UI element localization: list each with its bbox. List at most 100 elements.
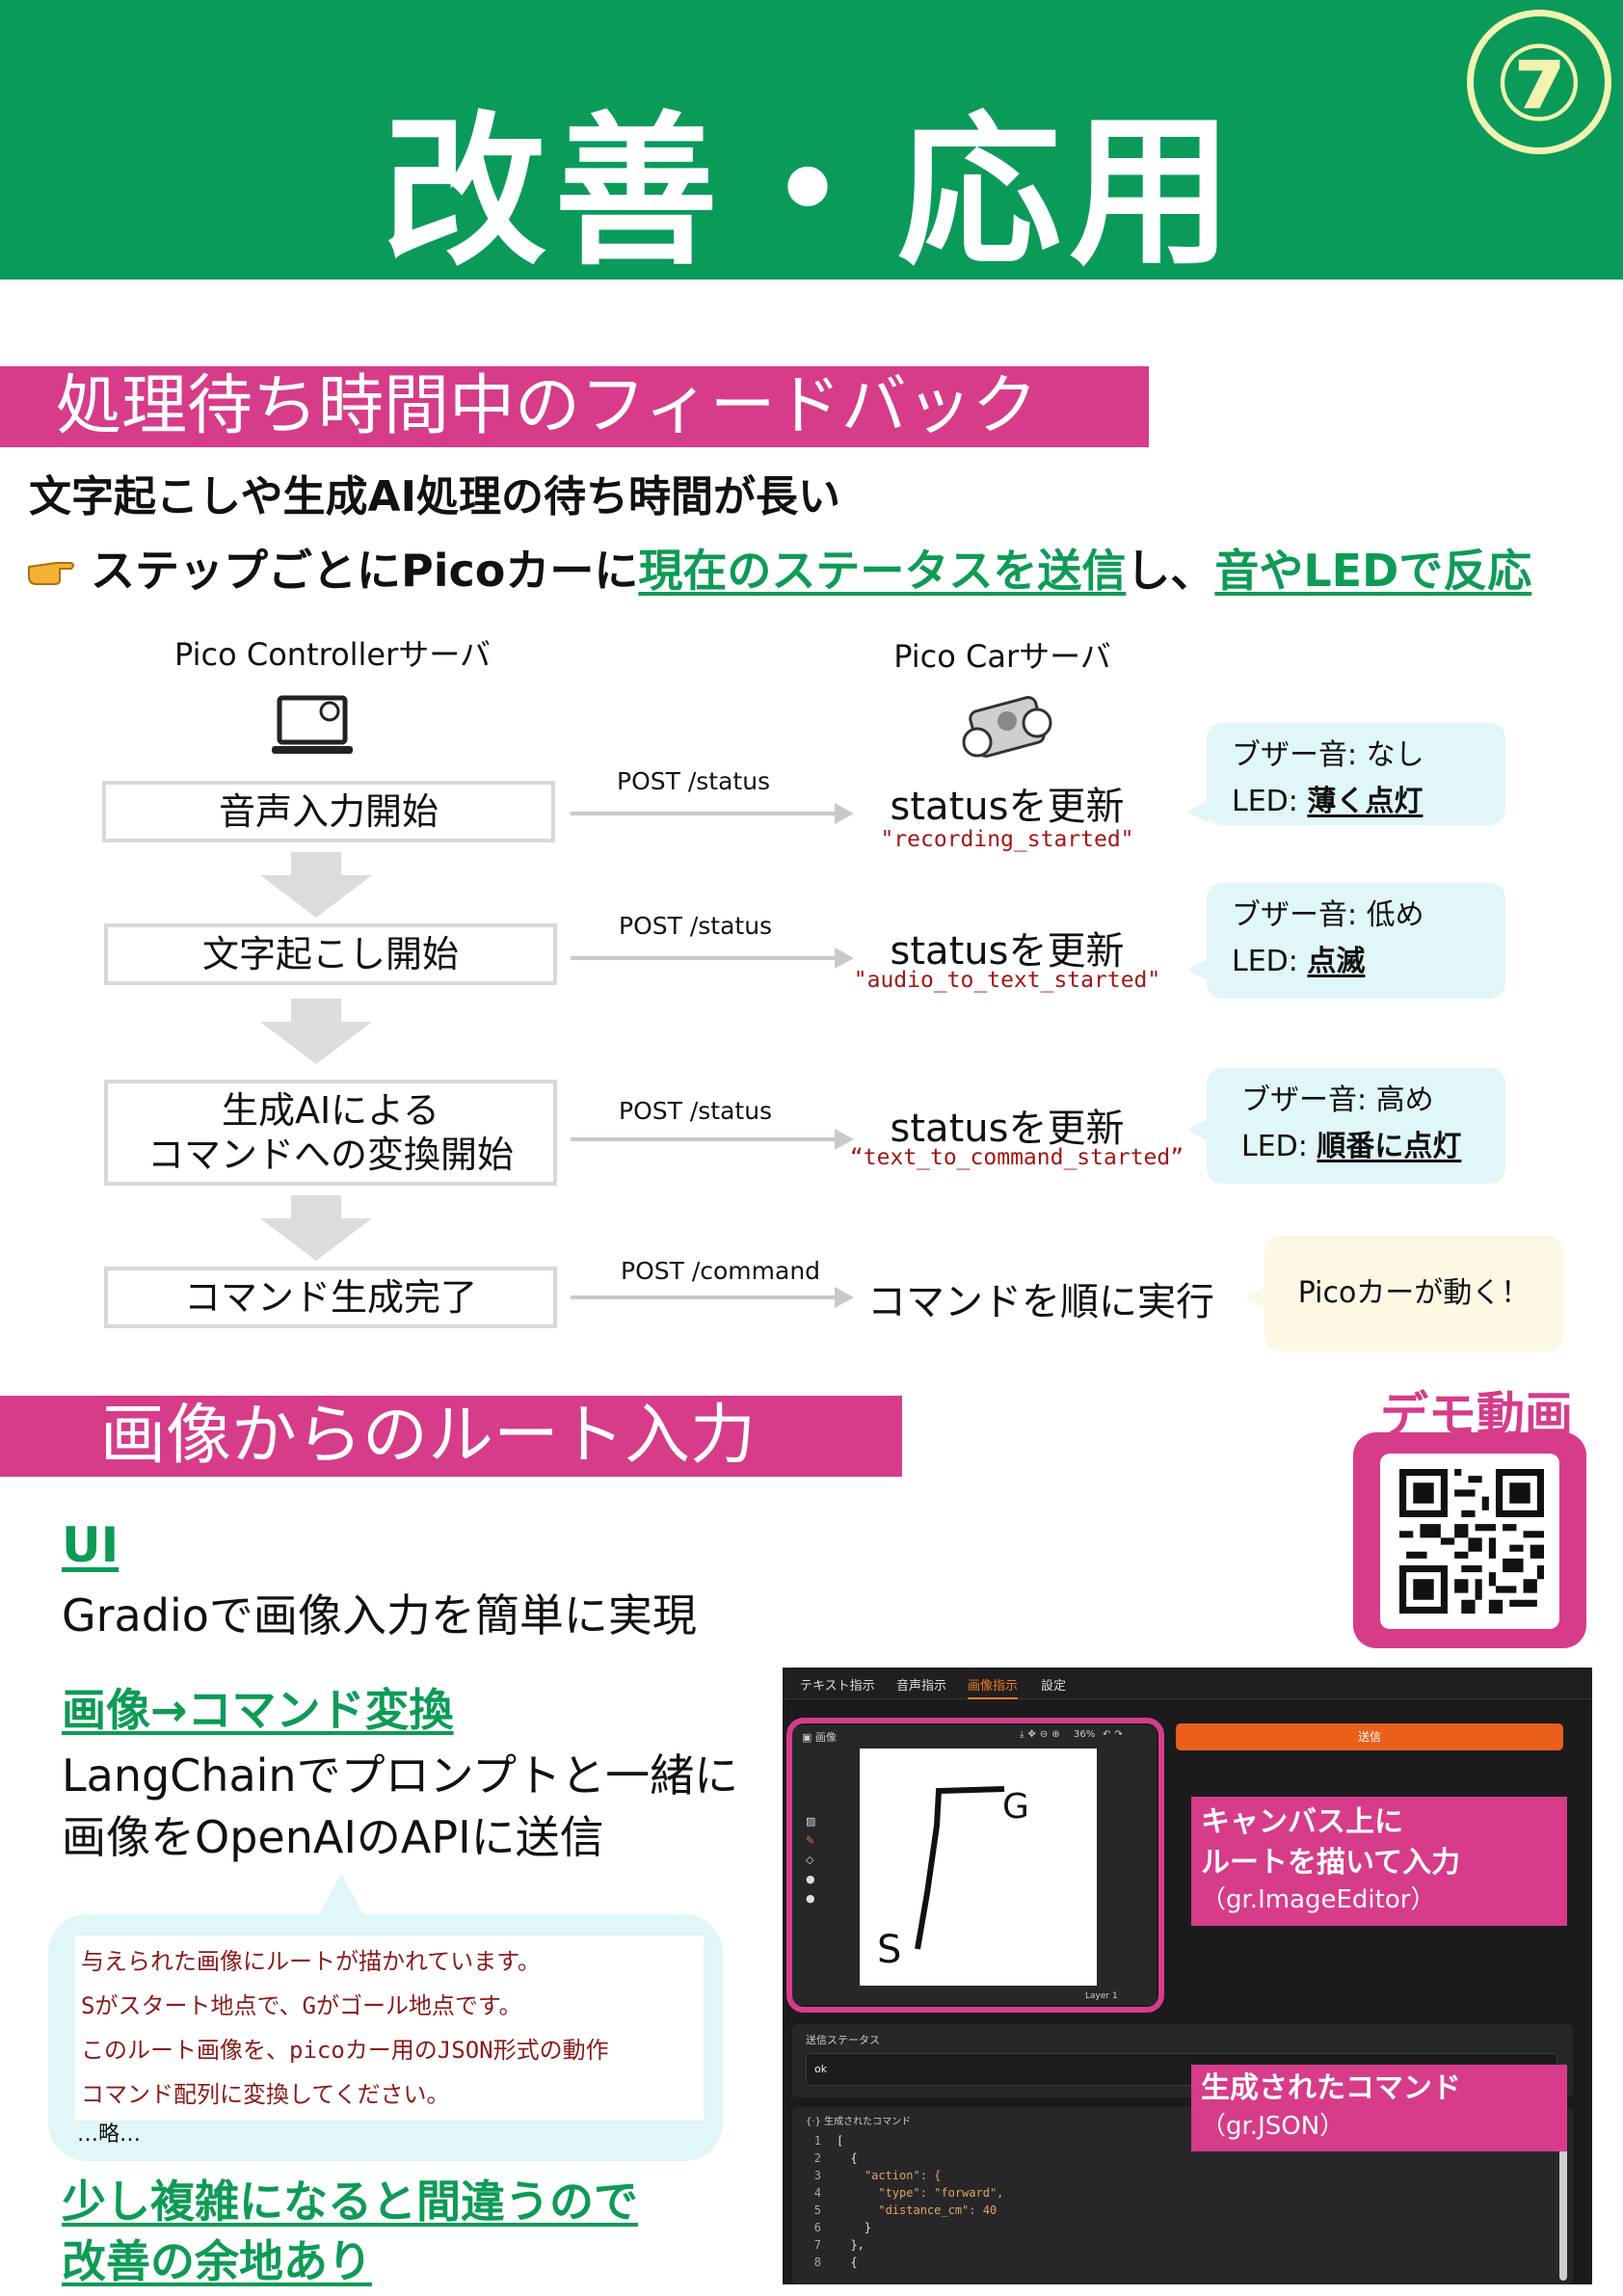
- route-goal-letter: G: [1002, 1787, 1029, 1827]
- tab-bar: [783, 1668, 1592, 1699]
- pan-icon[interactable]: ✥: [1027, 1729, 1040, 1740]
- post-label: POST /status: [619, 912, 773, 940]
- undo-redo[interactable]: ↶↷: [1103, 1729, 1127, 1740]
- post-label: POST /status: [617, 767, 771, 795]
- eraser-icon[interactable]: ◇: [806, 1854, 814, 1866]
- qr-code-icon[interactable]: [1399, 1469, 1544, 1614]
- image-tool-icon[interactable]: ▨: [806, 1815, 816, 1828]
- feedback-bubble-4: Picoカーが動く！: [1264, 1236, 1563, 1351]
- controller-server-label: Pico Controllerサーバ: [174, 636, 491, 673]
- improvement-note-1: 少し複雑になると間違うので: [62, 2176, 638, 2228]
- status-link[interactable]: 現在のステータスを送信: [638, 545, 1127, 597]
- step-box-command-complete: コマンド生成完了: [104, 1267, 557, 1328]
- intro-line-2: ステップごとにPicoカーに現在のステータスを送信し、音やLEDで反応: [27, 542, 1531, 600]
- down-arrow: [258, 852, 374, 923]
- status-panel-label: 送信ステータス: [806, 2034, 880, 2046]
- bubble-tail: [318, 1874, 364, 1916]
- editor-tools[interactable]: ▨ ✎ ◇ ● ●: [806, 1812, 821, 1909]
- arrow-line: [571, 1295, 837, 1299]
- image-editor-label: ▣ 画像: [802, 1731, 837, 1744]
- conversion-description-2: 画像をOpenAIのAPIに送信: [62, 1811, 604, 1863]
- execute-command-text: コマンドを順に実行: [867, 1280, 1214, 1324]
- bubble-tail: [1187, 1118, 1209, 1141]
- status-value: ok: [814, 2063, 828, 2075]
- status-update-text: statusを更新: [890, 1107, 1125, 1151]
- tab-voice-instruction[interactable]: 音声指示: [896, 1679, 947, 1694]
- status-code: "recording_started": [880, 827, 1134, 852]
- ui-title-link[interactable]: UI: [62, 1517, 120, 1573]
- image-editor-highlight: [786, 1718, 1164, 2013]
- bubble-tail: [1187, 800, 1209, 823]
- size-dot-icon[interactable]: ●: [806, 1892, 815, 1905]
- down-arrow: [258, 999, 374, 1070]
- feedback-bubble-3: ブザー音: 高め LED: 順番に点灯: [1207, 1068, 1505, 1184]
- drawing-canvas[interactable]: S G: [860, 1749, 1097, 1986]
- route-drawing: S G: [877, 1786, 1029, 1972]
- pico-car-icon: [954, 684, 1060, 775]
- color-dot-icon[interactable]: ●: [806, 1873, 815, 1885]
- section-heading-route-input: 画像からのルート入力: [0, 1396, 902, 1477]
- status-update-text: statusを更新: [890, 929, 1125, 974]
- status-update-text: statusを更新: [890, 785, 1125, 829]
- route-start-letter: S: [877, 1928, 901, 1972]
- image-editor[interactable]: ▣ 画像 ⤓✥⊖⊕ 36% ↶↷ ▨ ✎ ◇ ● ● S G Layer 1: [792, 1725, 1157, 2005]
- ui-description: Gradioで画像入力を簡単に実現: [62, 1589, 697, 1642]
- zoom-level: 36%: [1074, 1729, 1096, 1740]
- zoom-out-icon[interactable]: ⊖: [1039, 1729, 1052, 1740]
- car-server-label: Pico Carサーバ: [893, 638, 1111, 675]
- arrow-head: [835, 803, 854, 824]
- prompt-ellipsis: …略…: [77, 2122, 142, 2147]
- conversion-description-1: LangChainでプロンプトと一緒に: [62, 1749, 739, 1802]
- zoom-in-icon[interactable]: ⊕: [1051, 1729, 1064, 1740]
- header-band: [0, 0, 1623, 280]
- redo-icon[interactable]: ↷: [1114, 1729, 1127, 1740]
- status-code: "audio_to_text_started": [853, 968, 1161, 993]
- post-label: POST /status: [619, 1097, 773, 1125]
- section-heading-feedback: 処理待ち時間中のフィードバック: [0, 366, 1149, 447]
- improvement-note-2: 改善の余地あり: [62, 2235, 372, 2287]
- json-panel-label: {·} 生成されたコマンド: [806, 2117, 912, 2127]
- image-editor-callout: キャンバス上に ルートを描いて入力 （gr.ImageEditor）: [1191, 1797, 1567, 1926]
- conversion-title-link[interactable]: 画像→コマンド変換: [62, 1684, 454, 1736]
- tab-settings[interactable]: 設定: [1041, 1679, 1067, 1694]
- json-callout: 生成されたコマンド （gr.JSON）: [1191, 2065, 1567, 2151]
- sound-led-link[interactable]: 音やLEDで反応: [1214, 545, 1532, 597]
- post-label: POST /command: [621, 1257, 821, 1285]
- down-arrow: [258, 1195, 374, 1267]
- arrow-head: [835, 948, 854, 969]
- json-scrollbar[interactable]: [1559, 2126, 1567, 2281]
- prompt-bubble: 与えられた画像にルートが描かれています。 Sがスタート地点で、Gがゴール地点です…: [48, 1914, 723, 2161]
- json-viewer[interactable]: [ { "action": { "type": "forward", "dist…: [837, 2134, 1004, 2269]
- undo-icon[interactable]: ↶: [1103, 1729, 1115, 1740]
- bubble-tail: [1187, 958, 1209, 981]
- arrow-line: [571, 956, 837, 960]
- step-box-command-conversion: 生成AIによるコマンドへの変換開始: [104, 1080, 557, 1186]
- tab-image-instruction[interactable]: 画像指示: [968, 1675, 1019, 1699]
- image-icon: ▣: [802, 1731, 815, 1744]
- editor-toolbar[interactable]: ⤓✥⊖⊕: [1020, 1729, 1064, 1740]
- json-line-numbers: 1 2 3 4 5 6 7 8: [813, 2134, 821, 2269]
- arrow-head: [835, 1287, 854, 1308]
- brush-icon[interactable]: ✎: [806, 1834, 815, 1847]
- laptop-icon: [272, 694, 353, 761]
- demo-qr-frame: [1353, 1432, 1586, 1648]
- tab-text-instruction[interactable]: テキスト指示: [800, 1679, 875, 1694]
- arrow-head: [835, 1129, 854, 1150]
- prompt-text: 与えられた画像にルートが描かれています。 Sがスタート地点で、Gがゴール地点です…: [75, 1936, 704, 2121]
- send-button[interactable]: 送信: [1176, 1723, 1563, 1750]
- step-box-transcription: 文字起こし開始: [104, 923, 557, 985]
- section-number-badge: ⑦: [1467, 10, 1611, 154]
- step-box-recording: 音声入力開始: [102, 781, 555, 842]
- status-panel: 送信ステータス ok: [792, 2024, 1573, 2097]
- pointing-hand-icon: [27, 542, 77, 600]
- layer-label[interactable]: Layer 1: [1085, 1991, 1118, 2001]
- download-icon[interactable]: ⤓: [1020, 1729, 1028, 1740]
- feedback-bubble-1: ブザー音: なし LED: 薄く点灯: [1207, 723, 1505, 825]
- feedback-bubble-2: ブザー音: 低め LED: 点滅: [1207, 883, 1505, 999]
- app-screenshot: テキスト指示 音声指示 画像指示 設定 ▣ 画像 ⤓✥⊖⊕ 36% ↶↷ ▨ ✎…: [783, 1668, 1592, 2284]
- arrow-line: [571, 812, 837, 815]
- page-title: 改善・応用: [382, 97, 1240, 288]
- braces-icon: {·}: [806, 2117, 825, 2127]
- intro-line: 文字起こしや生成AI処理の待ち時間が長い: [29, 472, 840, 521]
- status-code: “text_to_command_started”: [849, 1145, 1184, 1170]
